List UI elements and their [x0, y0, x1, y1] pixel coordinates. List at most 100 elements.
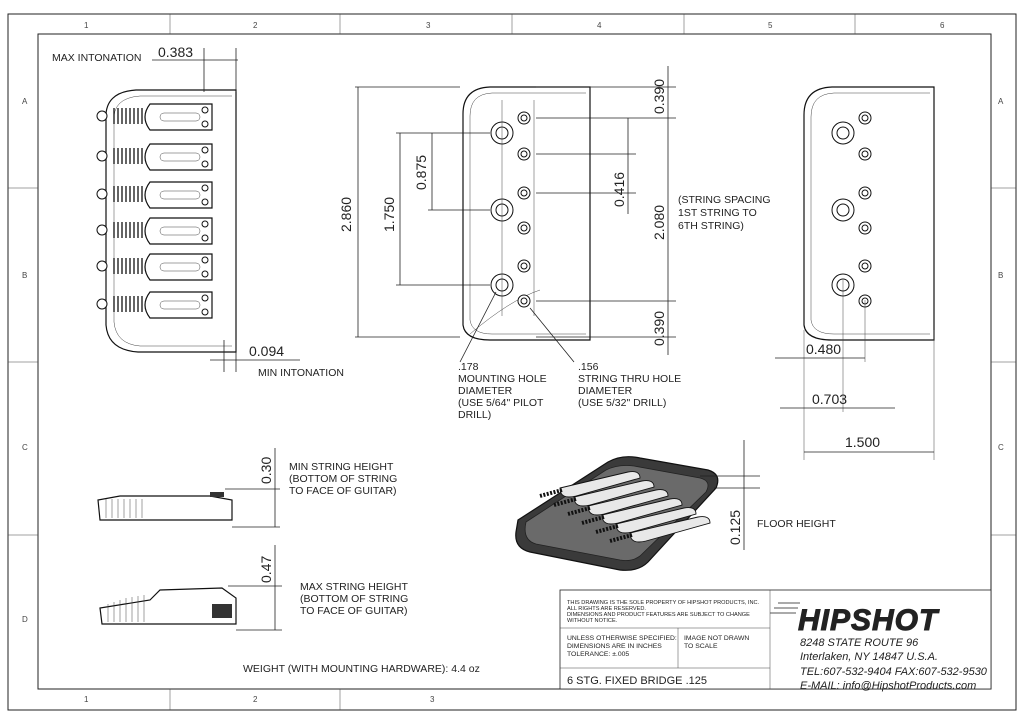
string-spacing-note-1: (STRING SPACING	[678, 194, 771, 206]
saddle	[96, 181, 213, 209]
svg-text:(USE 5/64" PILOT: (USE 5/64" PILOT	[458, 397, 544, 409]
iso-saddle	[629, 516, 711, 543]
max-intonation-label: MAX INTONATION	[52, 52, 141, 64]
inner-frame	[37, 33, 992, 690]
svg-text:DRILL): DRILL)	[458, 409, 491, 421]
svg-text:STRING THRU HOLE: STRING THRU HOLE	[578, 373, 681, 385]
iso-screw	[595, 524, 619, 534]
floor-height-label: FLOOR HEIGHT	[757, 518, 836, 530]
isometric-view: 0.125 FLOOR HEIGHT	[515, 440, 836, 571]
string-thru-hole-note: .156 STRING THRU HOLE DIAMETER (USE 5/32…	[578, 361, 681, 409]
min-intonation-value: 0.094	[249, 343, 284, 359]
saddle	[96, 291, 213, 319]
units-note-3: TOLERANCE: ±.005	[567, 651, 629, 658]
svg-text:(USE 5/32" DRILL): (USE 5/32" DRILL)	[578, 397, 666, 409]
min-string-height-note-3: TO FACE OF GUITAR)	[289, 485, 397, 497]
saddle	[96, 253, 213, 281]
iso-screw	[581, 515, 605, 525]
zone-left-a: A	[22, 97, 28, 106]
min-string-height-note-1: MIN STRING HEIGHT	[289, 461, 394, 473]
max-height-value: 0.47	[258, 556, 274, 583]
zone-right-c: C	[998, 443, 1004, 452]
min-intonation-label: MIN INTONATION	[258, 367, 344, 379]
weight-note: WEIGHT (WITH MOUNTING HARDWARE): 4.4 oz	[243, 663, 480, 675]
saddle	[96, 103, 213, 131]
string-spacing-value: 2.080	[651, 205, 667, 240]
string-spacing-note-2: 1ST STRING TO	[678, 207, 757, 219]
zone-top-3: 3	[426, 21, 431, 30]
address-email: E-MAIL: info@HipshotProducts.com	[800, 680, 976, 692]
svg-text:.178: .178	[458, 361, 479, 373]
property-notice-2: ALL RIGHTS ARE RESERVED.	[567, 606, 646, 612]
logo-text: HIPSHOT	[798, 604, 940, 637]
base-plate-view: 2.860 1.750 0.875 0.390 2.080 0.390 0.41…	[338, 66, 771, 421]
zone-top-5: 5	[768, 21, 773, 30]
zone-bottom-1: 1	[84, 695, 89, 704]
top-offset-value: 0.390	[651, 79, 667, 114]
iso-saddle	[601, 498, 683, 525]
title-block: THIS DRAWING IS THE SOLE PROPERTY OF HIP…	[559, 589, 992, 692]
zone-bottom-3: 3	[430, 695, 435, 704]
units-note-1: UNLESS OTHERWISE SPECIFIED:	[567, 635, 677, 642]
side-view-max-height: 0.47 MAX STRING HEIGHT (BOTTOM OF STRING…	[99, 545, 409, 631]
zone-left-c: C	[22, 443, 28, 452]
zone-right-b: B	[998, 271, 1003, 280]
half-hole-spacing-value: 0.875	[413, 155, 429, 190]
max-string-height-note-2: (BOTTOM OF STRING	[300, 593, 408, 605]
floor-height-value: 0.125	[727, 510, 743, 545]
min-string-height-note-2: (BOTTOM OF STRING	[289, 473, 397, 485]
zone-labels-side: A B C D A B C	[22, 97, 1004, 624]
saddle-group	[96, 103, 213, 319]
min-height-value: 0.30	[258, 457, 274, 484]
right-plate-view: 0.480 0.703 1.500	[775, 86, 935, 460]
side-view-min-height: 0.30 MIN STRING HEIGHT (BOTTOM OF STRING…	[97, 448, 397, 528]
iso-screw	[553, 497, 577, 507]
string-pair-offset-value: 0.416	[611, 172, 627, 207]
hipshot-logo: HIPSHOT	[770, 602, 940, 638]
zone-top-2: 2	[253, 21, 258, 30]
top-view-with-saddles: 0.383 MAX INTONATION 0.094 MIN INTONATIO…	[52, 44, 344, 379]
outer-hole-spacing-value: 1.750	[381, 197, 397, 232]
string-spacing-note-3: 6TH STRING)	[678, 220, 744, 232]
svg-text:.156: .156	[578, 361, 599, 373]
property-notice-3: DIMENSIONS AND PRODUCT FEATURES ARE SUBJ…	[567, 612, 750, 618]
iso-saddle	[559, 471, 641, 498]
iso-saddle-group	[539, 471, 711, 543]
scale-note-2: TO SCALE	[684, 643, 718, 650]
bottom-offset-value: 0.390	[651, 311, 667, 346]
mounting-hole-note: .178 MOUNTING HOLE DIAMETER (USE 5/64" P…	[458, 361, 547, 421]
overall-length-value: 2.860	[338, 197, 354, 232]
iso-saddle	[573, 480, 655, 507]
iso-saddle	[587, 489, 669, 516]
width-overall-value: 1.500	[845, 434, 880, 450]
svg-text:DIAMETER: DIAMETER	[458, 385, 513, 397]
zone-top-4: 4	[597, 21, 602, 30]
zone-ticks	[8, 14, 1016, 710]
iso-screw	[539, 488, 563, 498]
address-city: Interlaken, NY 14847 U.S.A.	[800, 651, 938, 663]
zone-right-a: A	[998, 97, 1004, 106]
zone-top-6: 6	[940, 21, 945, 30]
svg-text:DIAMETER: DIAMETER	[578, 385, 633, 397]
address-phone: TEL:607-532-9404 FAX:607-532-9530	[800, 666, 988, 678]
address-street: 8248 STATE ROUTE 96	[800, 637, 919, 649]
width-mid-value: 0.703	[812, 391, 847, 407]
iso-screw	[567, 506, 591, 516]
zone-bottom-2: 2	[253, 695, 258, 704]
max-intonation-value: 0.383	[158, 44, 193, 60]
iso-screw	[609, 533, 633, 543]
zone-labels-top: 1 2 3 4 5 6 1 2 3	[84, 21, 945, 704]
string-thru-holes	[517, 111, 531, 308]
property-notice-1: THIS DRAWING IS THE SOLE PROPERTY OF HIP…	[567, 600, 760, 606]
units-note-2: DIMENSIONS ARE IN INCHES	[567, 643, 662, 650]
part-title: 6 STG. FIXED BRIDGE .125	[567, 675, 707, 687]
scale-note-1: IMAGE NOT DRAWN	[684, 635, 749, 642]
iso-saddle	[615, 507, 697, 534]
zone-top-1: 1	[84, 21, 89, 30]
max-string-height-note-3: TO FACE OF GUITAR)	[300, 605, 408, 617]
width-inner-value: 0.480	[806, 341, 841, 357]
property-notice-4: WITHOUT NOTICE.	[567, 618, 618, 624]
saddle	[96, 217, 213, 245]
zone-left-b: B	[22, 271, 27, 280]
